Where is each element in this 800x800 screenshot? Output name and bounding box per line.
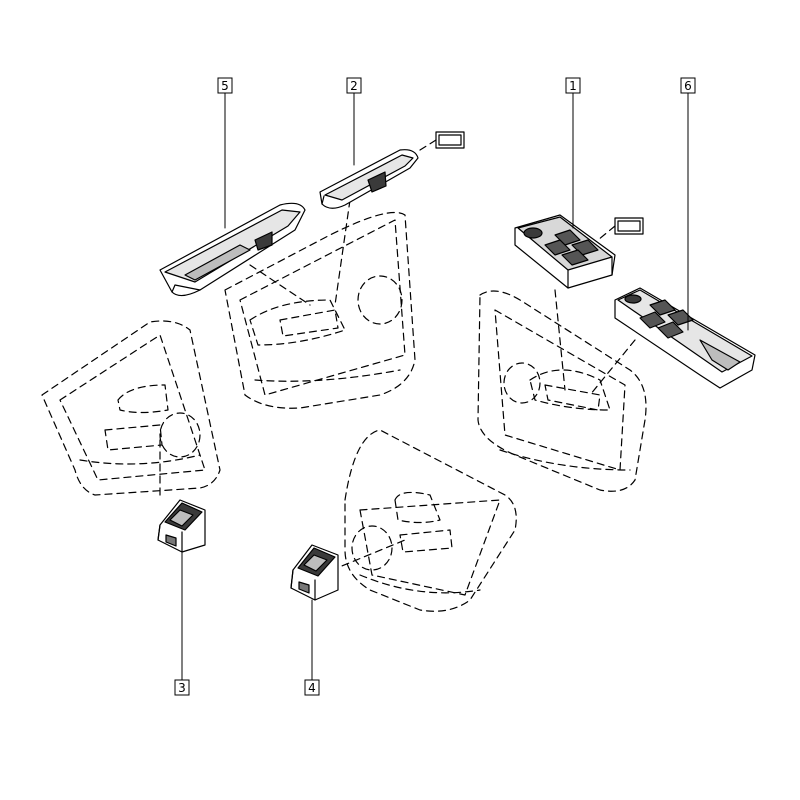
door-panel-front-left	[224, 199, 416, 409]
reference-tag-lower	[597, 217, 644, 241]
svg-text:4: 4	[308, 681, 316, 695]
svg-text:2: 2	[350, 79, 358, 93]
part-5-switch-panel	[159, 202, 306, 297]
svg-text:5: 5	[221, 79, 229, 93]
callout-1: 1	[565, 77, 581, 94]
part-4-single-switch	[290, 544, 339, 601]
door-panel-rear-left	[41, 320, 221, 496]
callout-6: 6	[680, 77, 696, 94]
door-panel-rear-right	[319, 429, 517, 612]
callout-2: 2	[346, 77, 362, 94]
reference-tag-upper	[419, 131, 465, 151]
callout-5: 5	[217, 77, 233, 94]
svg-text:3: 3	[178, 681, 186, 695]
svg-text:6: 6	[684, 79, 692, 93]
svg-text:1: 1	[569, 79, 577, 93]
callout-3: 3	[174, 679, 190, 696]
part-2-switch-panel	[319, 149, 419, 209]
part-6-master-switch-panel	[614, 287, 756, 389]
part-1-master-switch	[514, 214, 616, 289]
door-panel-front-right	[477, 289, 647, 492]
part-3-single-switch	[157, 499, 206, 553]
callout-4: 4	[304, 679, 320, 696]
leader-lines	[181, 92, 689, 681]
